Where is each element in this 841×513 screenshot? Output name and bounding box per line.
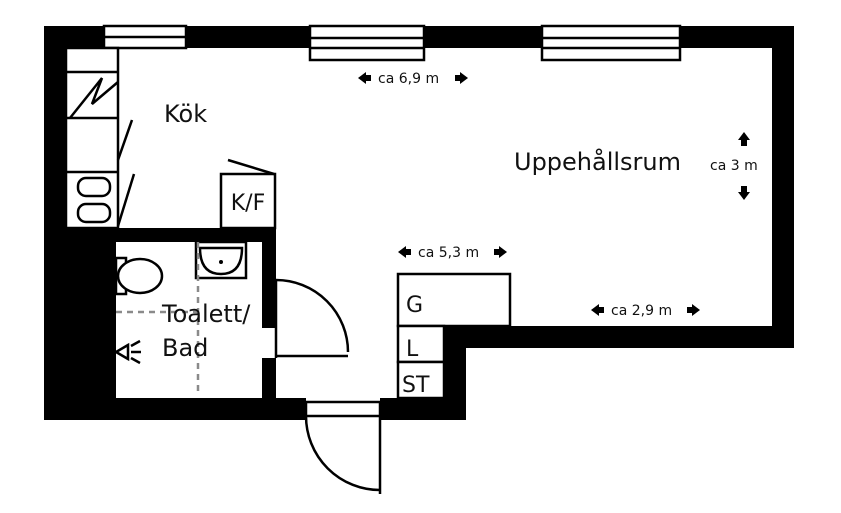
l-cabinet-label: L bbox=[406, 337, 419, 362]
entrance-door bbox=[304, 400, 382, 494]
st-cabinet-label: ST bbox=[402, 373, 430, 398]
bathroom bbox=[113, 240, 248, 392]
arrow-up-icon bbox=[738, 132, 750, 140]
l-cabinet bbox=[396, 324, 446, 364]
living-room-label: Uppehållsrum bbox=[514, 147, 681, 176]
wall-left-pier bbox=[66, 228, 116, 420]
dimension-depth: ca 3 m bbox=[710, 132, 758, 200]
kitchen-label: Kök bbox=[164, 100, 207, 128]
cabinets: G L ST bbox=[396, 272, 512, 400]
depth-label: ca 3 m bbox=[710, 158, 758, 174]
window-3 bbox=[540, 24, 682, 62]
stove-plate-1 bbox=[76, 176, 112, 198]
stove-plate-2 bbox=[76, 202, 112, 224]
bathroom-label-line2: Bad bbox=[162, 334, 208, 362]
wall-bath-top bbox=[66, 228, 276, 242]
middle-width-label: ca 5,3 m bbox=[418, 245, 479, 261]
wall-bottom-mid bbox=[380, 398, 466, 420]
fridge-freezer: K/F bbox=[219, 158, 277, 230]
dimension-top-width: ca 6,9 m bbox=[358, 71, 468, 87]
g-cabinet bbox=[396, 272, 512, 328]
window-1 bbox=[102, 24, 188, 50]
top-width-label: ca 6,9 m bbox=[378, 71, 439, 87]
washbasin bbox=[194, 240, 248, 280]
st-cabinet bbox=[396, 360, 446, 400]
arrow-right-icon bbox=[692, 304, 700, 316]
wall-right bbox=[772, 26, 794, 348]
range-hood-symbol bbox=[69, 77, 119, 119]
dimension-lower-width: ca 2,9 m bbox=[591, 303, 700, 319]
wall-bottom-right bbox=[462, 326, 794, 348]
toilet bbox=[114, 256, 164, 296]
arrow-right-icon bbox=[460, 72, 468, 84]
bathroom-label-line1: Toalett/ bbox=[161, 300, 251, 328]
arrow-down-icon bbox=[738, 192, 750, 200]
arrow-left-icon bbox=[358, 72, 366, 84]
window-2 bbox=[308, 24, 426, 62]
wall-left bbox=[44, 26, 66, 420]
arrow-left-icon bbox=[591, 304, 599, 316]
dimension-middle-width: ca 5,3 m bbox=[398, 245, 507, 261]
bathroom-door bbox=[274, 278, 350, 358]
fridge-freezer-label: K/F bbox=[231, 191, 266, 216]
exterior-walls bbox=[44, 26, 794, 420]
arrow-left-icon bbox=[398, 246, 406, 258]
kitchen-counter bbox=[64, 46, 136, 230]
g-cabinet-label: G bbox=[406, 293, 423, 318]
wall-bath-right-lower bbox=[262, 358, 276, 420]
arrow-right-icon bbox=[499, 246, 507, 258]
lower-width-label: ca 2,9 m bbox=[611, 303, 672, 319]
wall-step-vertical bbox=[444, 326, 466, 420]
wall-bath-right bbox=[262, 228, 276, 328]
shower-head-icon bbox=[113, 339, 141, 365]
windows bbox=[102, 24, 682, 62]
